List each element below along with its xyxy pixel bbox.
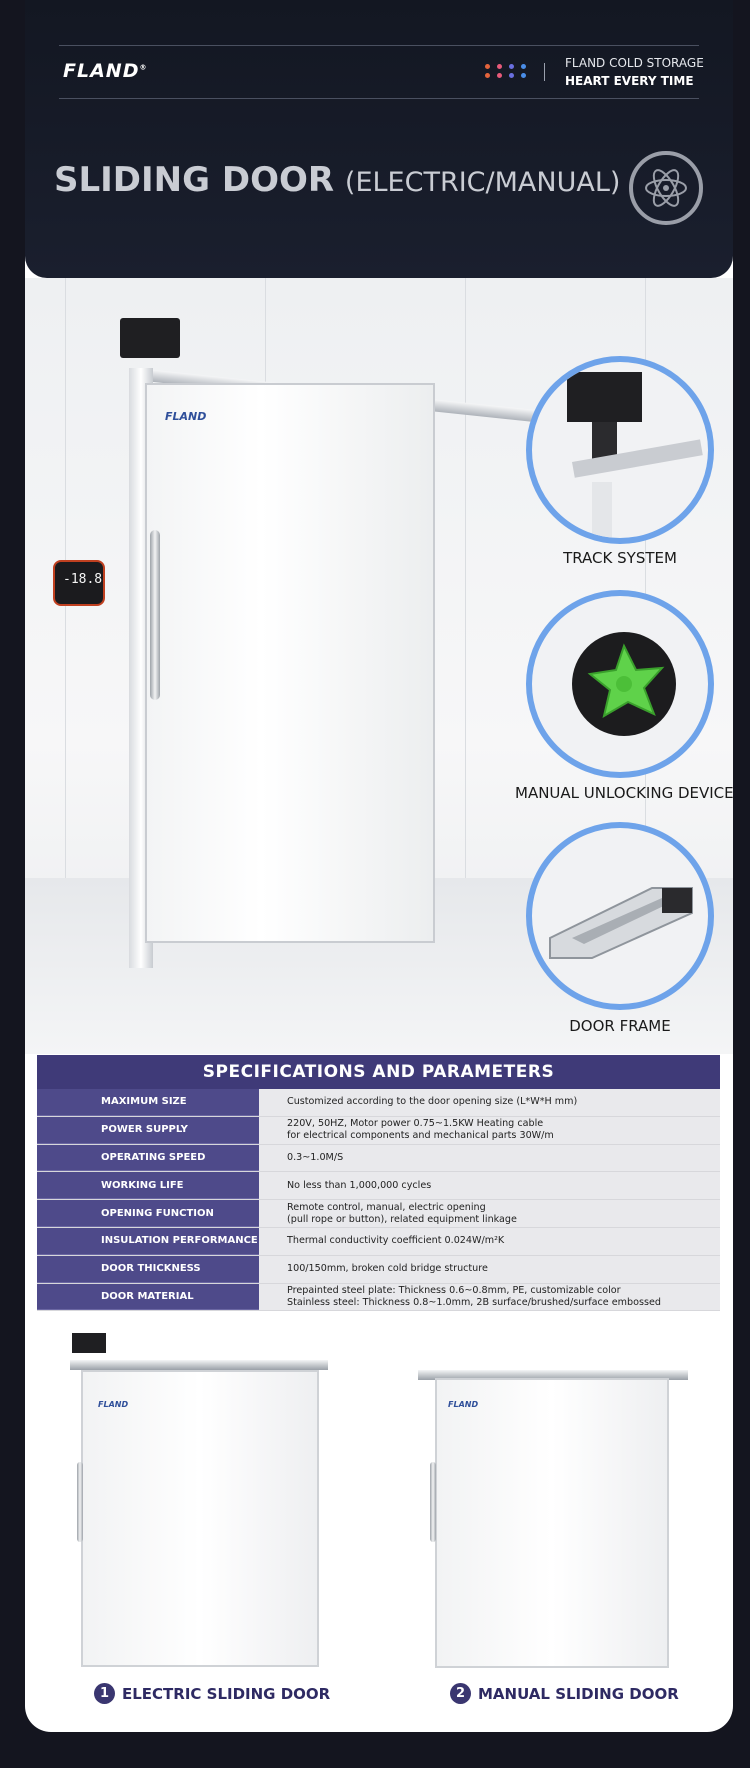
- table-row: MAXIMUM SIZE Customized according to the …: [37, 1089, 720, 1117]
- atom-icon: [629, 151, 703, 225]
- electric-sliding-door-image: [81, 1370, 319, 1667]
- table-row: OPERATING SPEED 0.3~1.0M/S: [37, 1144, 720, 1173]
- fland-logo: FLAND®: [63, 60, 148, 82]
- unlocking-knob-icon: [526, 590, 714, 778]
- spec-value-line: for electrical components and mechanical…: [287, 1130, 554, 1142]
- header-divider-bottom: [59, 98, 699, 99]
- spec-key: DOOR MATERIAL: [37, 1283, 259, 1311]
- spec-key: INSULATION PERFORMANCE: [37, 1227, 259, 1255]
- number-badge-1: 1: [94, 1683, 115, 1704]
- electric-door-caption: 1 ELECTRIC SLIDING DOOR: [94, 1683, 330, 1704]
- dot: [521, 64, 526, 69]
- track-system-icon: [526, 356, 714, 544]
- thermostat-reading: -18.8: [63, 572, 103, 587]
- manual-door-label: MANUAL SLIDING DOOR: [478, 1684, 679, 1703]
- page-title: SLIDING DOOR (ELECTRIC/MANUAL): [54, 160, 620, 200]
- electric-door-label: ELECTRIC SLIDING DOOR: [122, 1684, 331, 1703]
- page-title-bold: SLIDING DOOR: [54, 160, 335, 200]
- feature-label-track: TRACK SYSTEM: [563, 549, 677, 567]
- specifications-title: SPECIFICATIONS AND PARAMETERS: [37, 1055, 720, 1089]
- spec-key: POWER SUPPLY: [37, 1116, 259, 1144]
- table-row: DOOR THICKNESS 100/150mm, broken cold bri…: [37, 1255, 720, 1284]
- wall-panel: [645, 278, 646, 898]
- manual-sliding-door-image: [435, 1378, 669, 1668]
- spec-value: 0.3~1.0M/S: [259, 1144, 720, 1172]
- manual-door-logo: FLAND: [448, 1400, 479, 1409]
- door-logo: FLAND: [165, 410, 207, 423]
- brand-line-1: FLAND COLD STORAGE: [565, 56, 704, 70]
- spec-value-line: Customized according to the door opening…: [287, 1096, 578, 1108]
- spec-value-line: (pull rope or button), related equipment…: [287, 1213, 517, 1225]
- manual-door-caption: 2 MANUAL SLIDING DOOR: [450, 1683, 679, 1704]
- dot: [497, 73, 502, 78]
- brand-line-2: HEART EVERY TIME: [565, 74, 694, 88]
- spec-value-line: 0.3~1.0M/S: [287, 1151, 344, 1163]
- feature-label-frame: DOOR FRAME: [569, 1017, 671, 1035]
- table-row: POWER SUPPLY 220V, 50HZ, Motor power 0.75…: [37, 1116, 720, 1145]
- table-row: WORKING LIFE No less than 1,000,000 cycle…: [37, 1172, 720, 1201]
- door-scene: FLAND -18.8 TRACK SYSTEM MANUAL UNLOCKIN…: [25, 278, 733, 1054]
- spec-value-line: Thermal conductivity coefficient 0.024W/…: [287, 1235, 505, 1247]
- page-title-sub: (ELECTRIC/MANUAL): [344, 167, 621, 198]
- number-badge-2: 2: [450, 1683, 471, 1704]
- door-motor: [120, 318, 180, 358]
- electric-door-logo: FLAND: [98, 1400, 129, 1409]
- spec-value-line: Prepainted steel plate: Thickness 0.6~0.…: [287, 1284, 621, 1296]
- manual-door-track: [418, 1370, 688, 1380]
- dot: [497, 64, 502, 69]
- spec-value: No less than 1,000,000 cycles: [259, 1172, 720, 1200]
- header-divider-top: [59, 45, 699, 46]
- feature-label-unlocking: MANUAL UNLOCKING DEVICE: [515, 784, 733, 802]
- manual-door-handle: [430, 1462, 436, 1542]
- wall-panel: [465, 278, 466, 898]
- spec-value: 100/150mm, broken cold bridge structure: [259, 1255, 720, 1283]
- electric-door-track: [70, 1360, 328, 1370]
- door-frame-icon: [526, 822, 714, 1010]
- decorative-dots-icon: [485, 64, 531, 80]
- product-card: FLAND® FLAND COLD STORAGE HEART EVERY TI…: [25, 0, 733, 1732]
- spec-value: 220V, 50HZ, Motor power 0.75~1.5KW Heati…: [259, 1116, 720, 1144]
- electric-door-handle: [77, 1462, 83, 1542]
- electric-door-motor: [72, 1333, 106, 1353]
- spec-value-line: 220V, 50HZ, Motor power 0.75~1.5KW Heati…: [287, 1118, 544, 1130]
- sliding-door: [145, 383, 435, 943]
- spec-value-line: Stainless steel: Thickness 0.8~1.0mm, 2B…: [287, 1296, 661, 1308]
- door-handle: [150, 530, 160, 700]
- spec-key: DOOR THICKNESS: [37, 1255, 259, 1283]
- table-row: INSULATION PERFORMANCE Thermal conductivi…: [37, 1227, 720, 1256]
- spec-key: WORKING LIFE: [37, 1172, 259, 1200]
- spec-value: Thermal conductivity coefficient 0.024W/…: [259, 1227, 720, 1255]
- dot: [485, 64, 490, 69]
- specifications-table: SPECIFICATIONS AND PARAMETERS MAXIMUM SI…: [37, 1055, 720, 1312]
- table-row: DOOR MATERIAL Prepainted steel plate: Thi…: [37, 1283, 720, 1312]
- spec-value-line: No less than 1,000,000 cycles: [287, 1179, 432, 1191]
- dot: [521, 73, 526, 78]
- spec-key: OPERATING SPEED: [37, 1144, 259, 1172]
- spec-value: Prepainted steel plate: Thickness 0.6~0.…: [259, 1283, 720, 1311]
- thermostat: -18.8: [53, 560, 105, 606]
- brand-separator: [544, 63, 545, 81]
- spec-key: OPENING FUNCTION: [37, 1200, 259, 1227]
- spec-value: Customized according to the door opening…: [259, 1089, 720, 1116]
- header: FLAND® FLAND COLD STORAGE HEART EVERY TI…: [25, 0, 733, 278]
- dot: [509, 64, 514, 69]
- spec-value-line: Remote control, manual, electric opening: [287, 1201, 486, 1213]
- spec-key: MAXIMUM SIZE: [37, 1089, 259, 1116]
- dot: [485, 73, 490, 78]
- spec-value: Remote control, manual, electric opening…: [259, 1200, 720, 1227]
- spec-value-line: 100/150mm, broken cold bridge structure: [287, 1263, 488, 1275]
- dot: [509, 73, 514, 78]
